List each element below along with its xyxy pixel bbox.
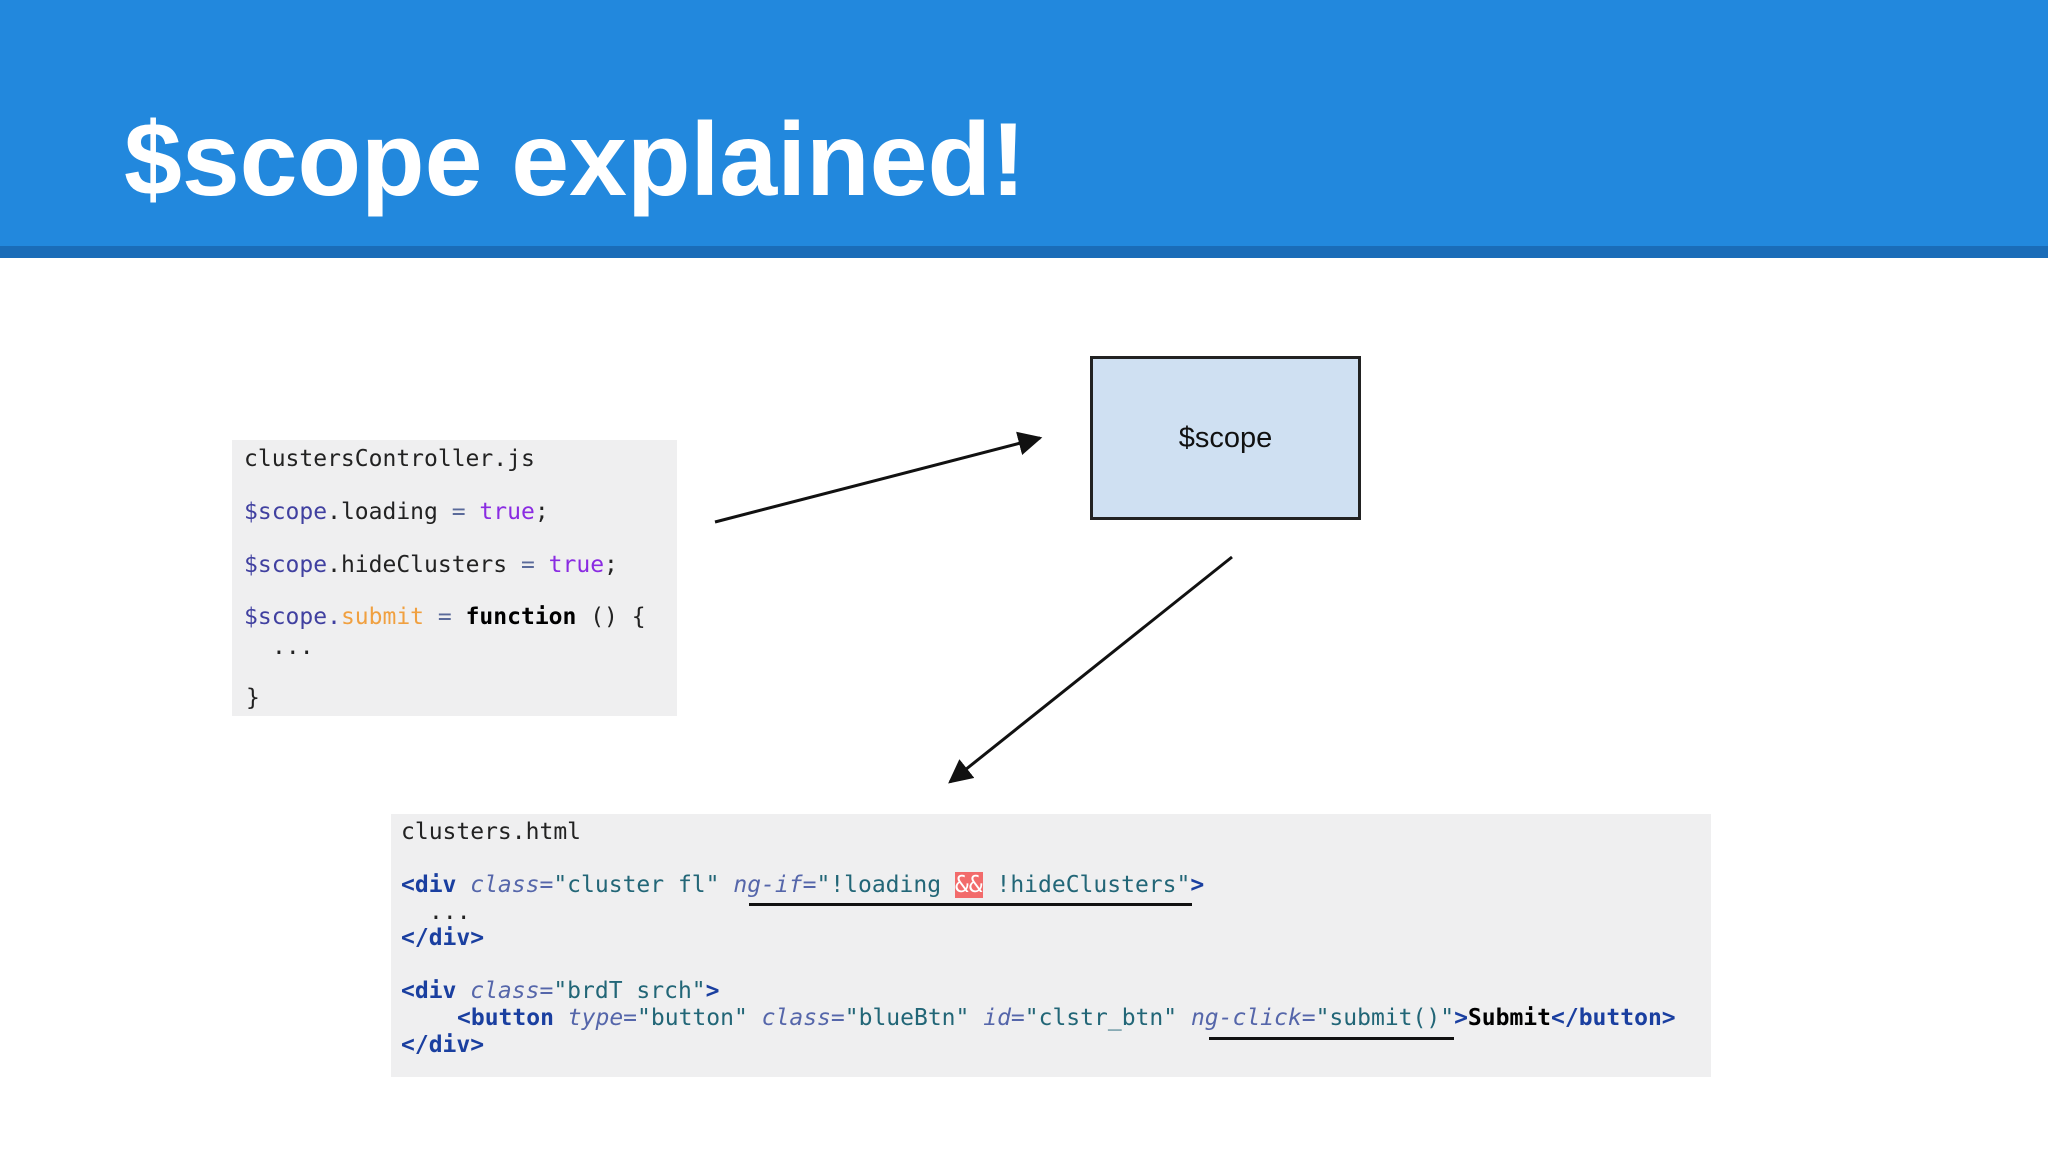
html-token: > xyxy=(705,978,720,1004)
ng-click-underline xyxy=(1209,1037,1454,1040)
html-token: ng-if= xyxy=(719,872,817,898)
html-token: <div xyxy=(401,978,457,1004)
html-div2-close: </div> xyxy=(401,1032,485,1058)
view-code-snippet: clusters.html <div class="cluster fl" ng… xyxy=(391,814,1711,1077)
js-token: ; xyxy=(604,552,618,578)
html-token: > xyxy=(1454,1005,1468,1031)
html-token: "cluster fl" xyxy=(553,872,720,898)
js-filename: clustersController.js xyxy=(244,446,535,472)
html-token: "clstr_btn" xyxy=(1024,1005,1178,1031)
html-token: "submit()" xyxy=(1315,1005,1455,1031)
js-token: () { xyxy=(576,604,646,630)
html-token: "!loading xyxy=(816,872,955,898)
title-bar-rule xyxy=(0,246,2048,258)
arrow-controller-to-scope xyxy=(714,431,1043,524)
html-ellipsis: ... xyxy=(429,899,471,925)
html-line-button: <button type="button" class="blueBtn" id… xyxy=(457,1003,1676,1033)
html-token: Submit xyxy=(1467,1005,1552,1031)
html-token: type= xyxy=(553,1005,638,1031)
html-token: ng-click= xyxy=(1177,1005,1316,1031)
controller-code-snippet: clustersController.js $scope.loading = t… xyxy=(232,440,677,716)
html-token: !hideClusters" xyxy=(982,872,1191,898)
scope-box: $scope xyxy=(1090,356,1361,520)
html-token: <button xyxy=(457,1005,554,1031)
html-div1-close: </div> xyxy=(401,925,485,951)
html-token: class= xyxy=(456,978,554,1004)
js-token: submit xyxy=(340,604,425,630)
slide-title: $scope explained! xyxy=(124,102,1026,218)
js-token: true xyxy=(548,552,605,578)
js-token: = xyxy=(424,604,466,630)
html-token: id= xyxy=(969,1005,1025,1031)
html-line-div1: <div class="cluster fl" ng-if="!loading … xyxy=(401,870,1204,900)
html-token: </button> xyxy=(1551,1005,1676,1031)
title-bar xyxy=(0,0,2048,246)
html-token: class= xyxy=(747,1005,845,1031)
js-token: = xyxy=(437,499,480,525)
js-token: .hideClusters xyxy=(327,552,508,578)
html-token: <div xyxy=(401,872,457,898)
js-token: .loading xyxy=(327,499,438,525)
js-line-submit: $scope.submit = function () { xyxy=(244,602,646,632)
ng-if-underline xyxy=(749,903,1192,906)
html-token-highlight: && xyxy=(954,872,983,898)
js-token: true xyxy=(479,499,535,525)
js-token: = xyxy=(507,552,549,578)
js-line-loading: $scope.loading = true; xyxy=(244,497,549,527)
html-token: > xyxy=(1190,872,1205,898)
js-token: ; xyxy=(534,499,549,525)
arrow-scope-to-view xyxy=(948,555,1233,784)
js-ellipsis: ... xyxy=(272,634,314,660)
scope-box-label: $scope xyxy=(1178,421,1273,454)
js-token: $scope xyxy=(244,499,328,525)
js-token: $scope xyxy=(244,552,328,578)
js-closing-brace: } xyxy=(246,685,260,711)
html-token: "brdT srch" xyxy=(553,978,706,1004)
html-token: "blueBtn" xyxy=(844,1005,970,1031)
js-token: $scope. xyxy=(244,604,341,630)
html-filename: clusters.html xyxy=(401,819,582,845)
html-line-div2: <div class="brdT srch"> xyxy=(401,976,720,1006)
html-token: "button" xyxy=(637,1005,748,1031)
js-token: function xyxy=(465,604,577,630)
html-token: class= xyxy=(456,872,554,898)
js-line-hideclusters: $scope.hideClusters = true; xyxy=(244,550,618,580)
